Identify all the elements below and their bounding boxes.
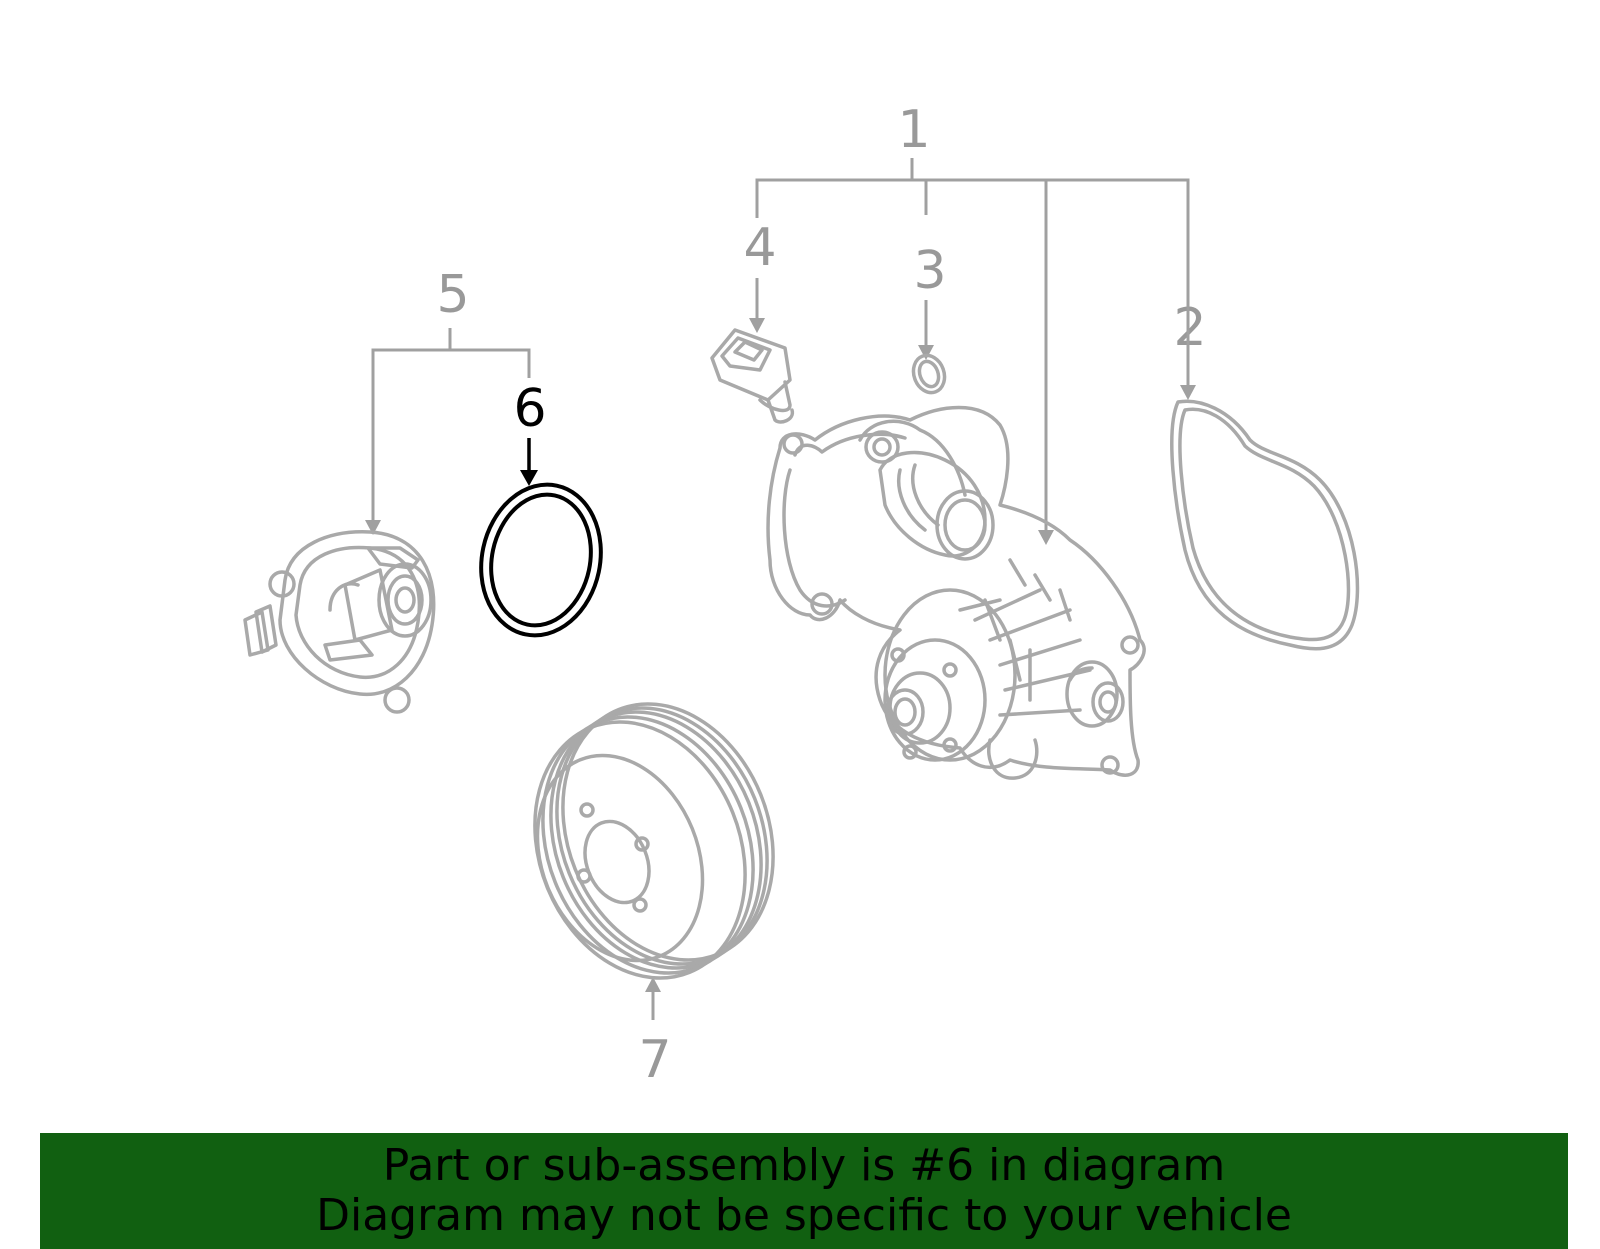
thermostat-housing-part-5[interactable] — [243, 530, 436, 714]
callout-6-label[interactable]: 6 — [513, 379, 546, 439]
callout-4-label[interactable]: 4 — [743, 218, 776, 278]
leader-group-5 — [365, 328, 531, 535]
callout-1-label[interactable]: 1 — [897, 100, 930, 160]
o-ring-part-3[interactable] — [908, 351, 949, 397]
callout-3-label[interactable]: 3 — [913, 241, 946, 301]
banner-line-1: Part or sub-assembly is #6 in diagram — [382, 1140, 1226, 1191]
callout-7-label[interactable]: 7 — [638, 1030, 671, 1090]
banner-line-2: Diagram may not be specific to your vehi… — [316, 1190, 1292, 1241]
leader-6 — [520, 438, 538, 486]
leader-group-1 — [749, 158, 1196, 545]
pulley-part-7[interactable] — [498, 672, 810, 1010]
callout-2-label[interactable]: 2 — [1173, 298, 1206, 358]
callout-5-label[interactable]: 5 — [436, 265, 469, 325]
info-banner: Part or sub-assembly is #6 in diagram Di… — [40, 1133, 1568, 1249]
gasket-ring-part-6[interactable] — [467, 473, 614, 646]
pump-gasket-part-2[interactable] — [1170, 399, 1360, 651]
leader-7 — [645, 977, 661, 1020]
sensor-part-4[interactable] — [710, 328, 795, 424]
water-pump-part-1[interactable] — [766, 405, 1146, 780]
